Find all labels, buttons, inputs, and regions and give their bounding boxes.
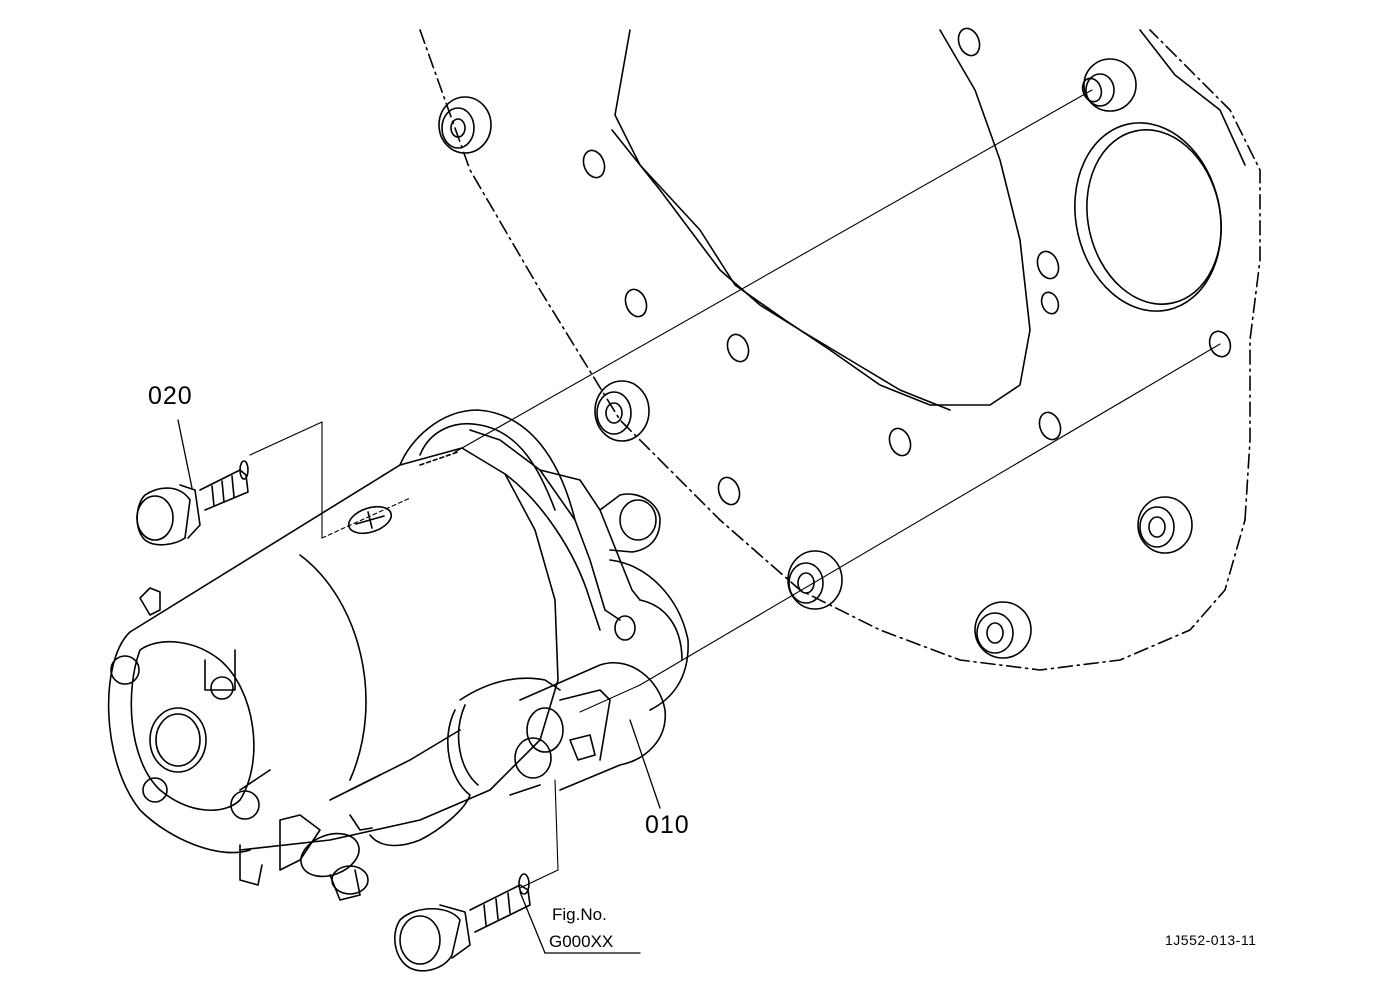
bolt-lower xyxy=(394,873,531,972)
nut-center xyxy=(594,380,650,442)
nut-right xyxy=(1137,496,1193,554)
leader-020 xyxy=(177,419,193,489)
leader-010 xyxy=(629,719,661,809)
drawing-number: 1J552-013-11 xyxy=(1165,932,1257,948)
housing-nuts xyxy=(438,58,1193,659)
starter-motor xyxy=(107,409,689,901)
figure-ref-leader xyxy=(519,891,641,954)
flywheel-housing xyxy=(419,27,1261,671)
bolt-020 xyxy=(136,460,249,546)
nut-lower-center xyxy=(787,550,843,610)
nut-bottom xyxy=(974,601,1032,659)
nut-top xyxy=(438,96,492,154)
callout-leaders xyxy=(177,419,661,809)
figure-ref-code: G000XX xyxy=(549,932,614,951)
figure-ref-label: Fig.No. xyxy=(552,905,607,924)
alignment-lines xyxy=(249,89,1221,889)
callout-010: 010 xyxy=(645,811,690,839)
nut-top-right xyxy=(1083,58,1137,112)
callout-020: 020 xyxy=(148,382,193,410)
